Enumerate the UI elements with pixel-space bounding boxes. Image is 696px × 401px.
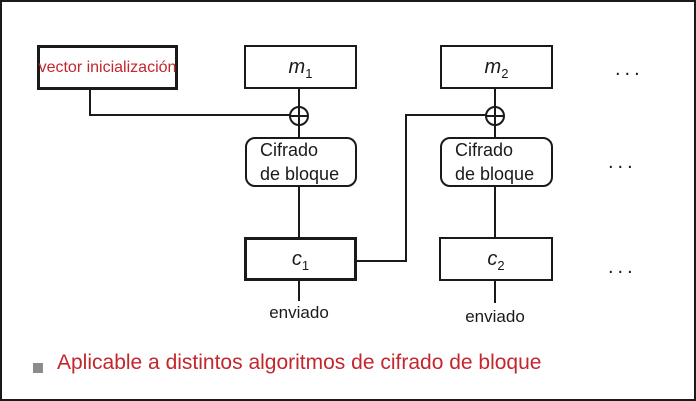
connector-m2-xor2	[494, 89, 496, 107]
connector-iv-right	[89, 114, 291, 116]
ellipsis-middle: ...	[608, 151, 637, 173]
block-cipher-label-line1: Cifrado	[260, 140, 319, 160]
block-cipher-label-line1: Cifrado	[455, 140, 514, 160]
message-label-m1: m1	[288, 55, 313, 81]
connector-cipher1-c1	[298, 186, 300, 238]
message-box-m2: m2	[440, 45, 553, 89]
ciphertext-box-c2: c2	[439, 237, 553, 281]
bullet-point-text: Aplicable a distintos algoritmos de cifr…	[57, 351, 542, 374]
block-cipher-box-1: Cifrado de bloque	[245, 137, 357, 187]
message-box-m1: m1	[244, 45, 357, 89]
connector-chain-right	[405, 114, 486, 116]
message-label-m2: m2	[484, 55, 509, 81]
sent-label-1: enviado	[269, 303, 329, 322]
connector-cipher2-c2	[494, 186, 496, 238]
ciphertext-label-c1: c1	[291, 247, 310, 273]
connector-c1-right	[357, 260, 407, 262]
ellipsis-top: ...	[615, 58, 644, 80]
init-vector-box: vector inicialización	[37, 45, 178, 90]
connector-c1-sent	[298, 280, 300, 301]
sent-label-2: enviado	[465, 307, 525, 326]
block-cipher-label-line2: de bloque	[455, 164, 535, 184]
block-cipher-box-2: Cifrado de bloque	[440, 137, 553, 187]
connector-c2-sent	[494, 280, 496, 303]
connector-m1-xor1	[298, 89, 300, 107]
connector-xor2-cipher2	[494, 125, 496, 138]
xor-icon-1	[289, 106, 309, 126]
bullet-square-icon	[33, 363, 43, 373]
ciphertext-box-c1: c1	[244, 237, 357, 281]
connector-xor1-cipher1	[298, 125, 300, 138]
block-cipher-label-line2: de bloque	[260, 164, 340, 184]
xor-icon-2	[485, 106, 505, 126]
connector-iv-down	[89, 90, 91, 116]
ciphertext-label-c2: c2	[487, 247, 505, 273]
connector-chain-up	[405, 114, 407, 262]
ellipsis-bottom: ...	[608, 256, 637, 278]
init-vector-label: vector inicialización	[38, 58, 177, 76]
